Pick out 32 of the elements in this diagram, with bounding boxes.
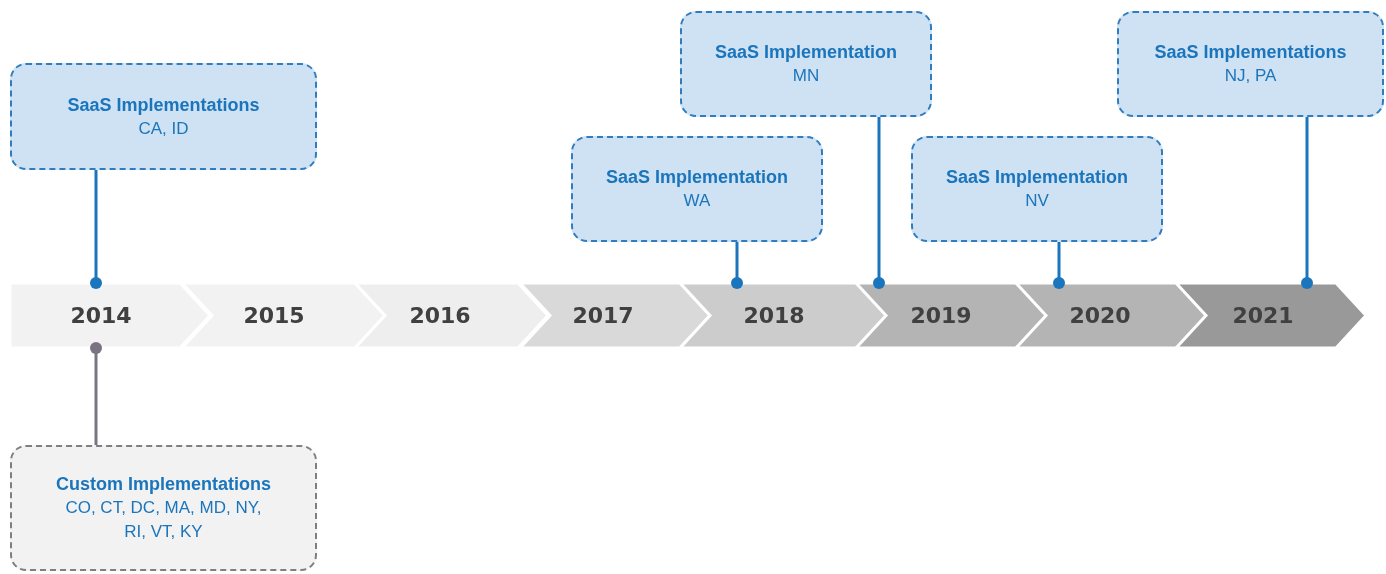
callout-box bbox=[10, 63, 317, 170]
callout-title: SaaS Implementation bbox=[605, 166, 789, 189]
callout-box bbox=[680, 11, 932, 117]
year-label: 2020 bbox=[1069, 303, 1131, 328]
callout-box bbox=[1117, 11, 1384, 117]
year-label: 2017 bbox=[572, 303, 634, 328]
connector-line bbox=[90, 170, 102, 289]
timeline-year-segment bbox=[1176, 283, 1366, 348]
year-label: 2021 bbox=[1232, 303, 1294, 328]
callout-title: Custom Implementations bbox=[56, 473, 271, 496]
timeline-year-segment bbox=[10, 283, 210, 348]
callout-title: SaaS Implementation bbox=[714, 41, 898, 64]
callout-text: NJ, PA bbox=[1224, 65, 1277, 87]
connector-line bbox=[873, 117, 885, 289]
callout-box bbox=[571, 136, 823, 242]
callout-text: CO, CT, DC, MA, MD, NY, RI, VT, KY bbox=[64, 497, 263, 543]
connector-line bbox=[90, 342, 102, 445]
callout-text: CA, ID bbox=[138, 117, 189, 140]
callout-box bbox=[911, 136, 1163, 242]
callout-title: SaaS Implementations bbox=[67, 93, 260, 117]
connector-line bbox=[1301, 117, 1313, 289]
callout-title: SaaS Implementations bbox=[1154, 41, 1347, 64]
callout-text: WA bbox=[683, 190, 711, 212]
year-label: 2019 bbox=[910, 303, 972, 328]
year-label: 2018 bbox=[743, 303, 805, 328]
connector-line bbox=[731, 242, 743, 289]
connector-line bbox=[1053, 242, 1065, 289]
year-label: 2014 bbox=[70, 303, 132, 328]
callout-text: MN bbox=[792, 65, 820, 87]
callout-title: SaaS Implementation bbox=[945, 166, 1129, 189]
callout-text: NV bbox=[1025, 190, 1049, 212]
callout-box bbox=[10, 445, 317, 571]
